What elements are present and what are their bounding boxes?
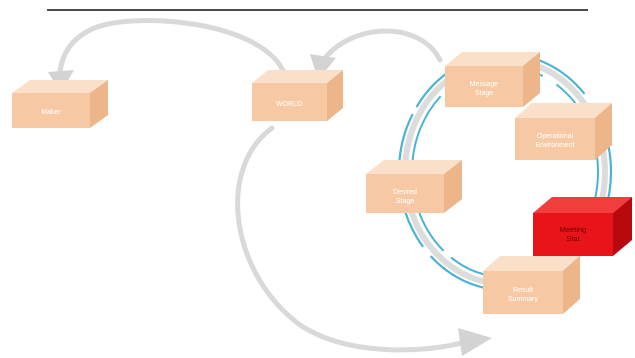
box-face bbox=[366, 174, 444, 213]
box-side bbox=[595, 103, 612, 160]
box-label: Stage bbox=[396, 198, 414, 205]
arrow-middle-to-left bbox=[57, 17, 288, 78]
box-label: Operational bbox=[537, 133, 574, 140]
box-face bbox=[252, 83, 327, 121]
box-top bbox=[445, 52, 540, 66]
box-top bbox=[533, 197, 632, 213]
box-top bbox=[252, 70, 343, 83]
box-cycle-top: Message Stage bbox=[445, 52, 540, 107]
box-side bbox=[327, 70, 343, 121]
box-side bbox=[90, 80, 108, 128]
box-side bbox=[563, 256, 580, 314]
box-cycle-left: Desired Stage bbox=[366, 160, 462, 213]
boxes-layer: Maker WORLD Message Stage Operational En… bbox=[12, 52, 632, 314]
box-label: Summary bbox=[508, 296, 538, 303]
box-cycle-right-top: Operational Environment bbox=[515, 103, 612, 160]
box-far-left: Maker bbox=[12, 80, 108, 128]
box-face bbox=[515, 118, 595, 160]
box-label: Meeting bbox=[560, 225, 587, 234]
box-label: WORLD bbox=[276, 101, 302, 108]
box-label: Message bbox=[470, 81, 499, 88]
box-top bbox=[366, 160, 462, 174]
arrow-head-icon bbox=[458, 328, 492, 356]
box-label: Stat bbox=[566, 234, 580, 243]
box-label: Desired bbox=[393, 189, 417, 196]
box-top bbox=[515, 103, 612, 118]
arrow-cycle-to-middle bbox=[319, 28, 443, 65]
box-middle: WORLD bbox=[252, 70, 343, 121]
box-label: Maker bbox=[41, 109, 61, 116]
box-side bbox=[523, 52, 540, 107]
box-side bbox=[613, 197, 632, 256]
box-top bbox=[483, 256, 580, 271]
box-cycle-highlight: Meeting Stat bbox=[533, 197, 632, 256]
box-face bbox=[483, 271, 563, 314]
box-face bbox=[12, 93, 90, 128]
box-face bbox=[445, 66, 523, 107]
box-top bbox=[12, 80, 108, 93]
flow-arrows bbox=[57, 17, 468, 353]
box-face bbox=[533, 213, 613, 256]
box-side bbox=[444, 160, 462, 213]
arrow-middle-to-bottom bbox=[235, 125, 468, 353]
box-label: Stage bbox=[475, 90, 493, 97]
box-label: Result bbox=[513, 287, 533, 294]
box-label: Environment bbox=[535, 142, 574, 149]
box-cycle-bottom: Result Summary bbox=[483, 256, 580, 314]
